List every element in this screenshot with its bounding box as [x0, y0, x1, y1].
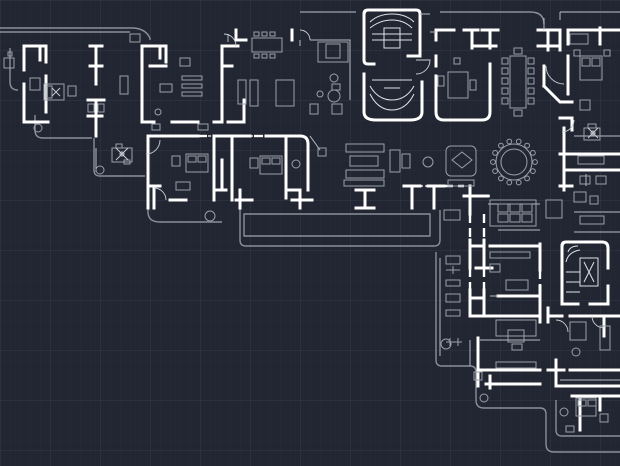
- round-table-chair: [498, 142, 504, 149]
- chair-markers: [51, 87, 599, 161]
- round-table-chairs: [490, 138, 538, 186]
- door-swings: [145, 29, 605, 333]
- round-table-chair: [506, 179, 513, 186]
- round-table-chair: [498, 175, 504, 182]
- walls: [22, 8, 620, 432]
- round-table-chair: [524, 142, 530, 149]
- round-table-chair: [515, 179, 522, 186]
- round-table-chair: [492, 168, 499, 175]
- round-table-chair: [530, 168, 536, 175]
- stair-treads: [369, 13, 599, 293]
- furniture: [3, 31, 611, 433]
- building-outline: [0, 11, 620, 453]
- round-table-chair: [532, 159, 538, 165]
- round-table-chair: [515, 138, 522, 145]
- round-table-chair: [492, 150, 499, 156]
- round-table-chair: [530, 150, 536, 156]
- round-table-chair: [490, 159, 496, 165]
- round-table-chair: [524, 175, 530, 182]
- round-table-chair: [506, 138, 513, 145]
